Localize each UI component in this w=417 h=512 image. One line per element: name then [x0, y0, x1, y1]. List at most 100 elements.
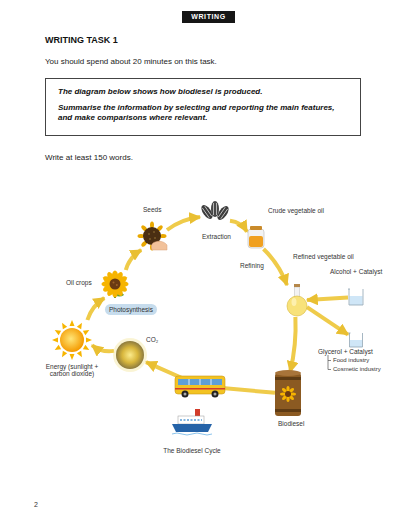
seed-head-in-hand [151, 241, 167, 250]
reagent-beaker: Alcohol + Catalyst [348, 288, 364, 306]
glycerol-beaker [349, 333, 363, 347]
industry-bracket [328, 355, 331, 370]
co2-ball [116, 341, 144, 369]
sunflower-plant [116, 284, 118, 286]
flow-arrow [290, 317, 296, 372]
flow-arrow [230, 221, 247, 232]
ship-illustration [180, 419, 202, 421]
ship-illustration [172, 409, 212, 435]
refined-oil-flask [295, 287, 300, 297]
sun-illustration [52, 338, 58, 343]
seed-head-in-hand [154, 237, 156, 239]
sunflower-seeds [199, 201, 231, 222]
refined-oil-flask [287, 296, 307, 316]
ship-illustration [172, 424, 212, 432]
bus-illustration [184, 393, 187, 396]
refined-oil-flask [292, 298, 297, 306]
bus-illustration [178, 379, 222, 385]
seed-head-in-hand [148, 233, 150, 235]
bus-illustration [200, 379, 201, 385]
ship-illustration [195, 409, 200, 416]
flow-arrow [92, 345, 114, 351]
bus-illustration [182, 391, 189, 398]
sunflower-seeds [221, 209, 228, 219]
sunflower-seeds [213, 203, 214, 215]
bus-illustration [175, 376, 225, 394]
sun-illustration [83, 345, 91, 352]
crude-oil-jar [248, 229, 264, 248]
node-label: Energy (sunlight + carbon dioxide) [36, 363, 108, 378]
sunflower-seeds [205, 206, 212, 216]
flow-arrow [167, 217, 200, 230]
section-header: WRITING [182, 11, 235, 23]
glycerol-beaker [350, 333, 363, 347]
header-text: WRITING [182, 11, 235, 23]
crude-oil-jar [248, 226, 264, 248]
sun-illustration [52, 320, 92, 360]
co2-ball: CO₂ [114, 339, 146, 371]
industry-label: Food industry [333, 357, 369, 363]
prompt-text: Summarise the information by selecting a… [58, 103, 348, 123]
sunflower-plant [110, 279, 121, 290]
task-title: WRITING TASK 1 [45, 35, 118, 45]
node-label: Crude vegetable oil [268, 207, 324, 214]
bus-illustration [211, 379, 212, 385]
biodiesel-barrel [275, 370, 301, 416]
flow-arrow [126, 250, 141, 270]
sunflower-seeds [218, 207, 225, 217]
bus-illustration [175, 388, 225, 390]
sun-illustration [53, 345, 61, 352]
co2-ball [113, 338, 147, 372]
biodiesel-barrel [275, 370, 301, 376]
crude-oil-jar [249, 236, 263, 247]
flow-arrow [87, 298, 104, 320]
glycerol-beaker [349, 333, 351, 334]
alcohol-beaker [349, 289, 363, 305]
page-number: 2 [34, 501, 38, 508]
bus-illustration [189, 379, 190, 385]
biodiesel-barrel: Biodiesel [275, 372, 301, 416]
alcohol-beaker [348, 289, 363, 305]
alcohol-beaker [350, 296, 363, 305]
co2-ball [113, 338, 147, 372]
sun-illustration [60, 328, 84, 352]
node-label: Oil crops [66, 279, 92, 286]
bus-illustration [214, 393, 217, 396]
biodiesel-barrel [275, 377, 301, 380]
node-label: Seeds [143, 206, 161, 213]
sun-illustration [70, 354, 75, 360]
crude-oil-jar [250, 226, 262, 230]
plant-icon: Oil crops [101, 270, 129, 298]
ship-illustration [172, 433, 212, 435]
sun-illustration [77, 351, 84, 359]
prompt-box: The diagram below shows how biodiesel is… [45, 78, 361, 136]
process-pill: Photosynthesis [105, 304, 157, 315]
sunflower-seeds [216, 203, 217, 215]
process-text: Photosynthesis [105, 304, 157, 315]
refined-oil-flask [294, 284, 300, 287]
sun-illustration [86, 338, 92, 343]
biodiesel-barrel [275, 409, 301, 412]
node-label: Refined vegetable oil [293, 253, 354, 260]
sunflower-seeds [202, 208, 209, 218]
sun-illustration [77, 321, 84, 329]
byproduct-beaker: Glycerol + Catalyst [348, 332, 364, 348]
flow-arrow [307, 307, 348, 334]
prompt-text: The diagram below shows how biodiesel is… [58, 87, 348, 97]
sun-illustration [60, 321, 67, 329]
flow-arrow [264, 249, 288, 285]
flow-arrow [307, 298, 348, 300]
connector-group [87, 217, 348, 393]
sunflower-plant [113, 282, 115, 284]
sun-illustration [60, 351, 67, 359]
seed-head-in-hand [153, 231, 155, 233]
seed-head-in-hand [149, 238, 151, 240]
seed-head-icon: Seeds [137, 222, 167, 250]
diagram-caption: The Biodiesel Cycle [132, 447, 252, 454]
edge-label: Refining [240, 262, 264, 269]
industry-label: Cosmetic industry [333, 366, 381, 372]
node-label: Extraction [202, 233, 231, 240]
glycerol-beaker [350, 340, 362, 347]
